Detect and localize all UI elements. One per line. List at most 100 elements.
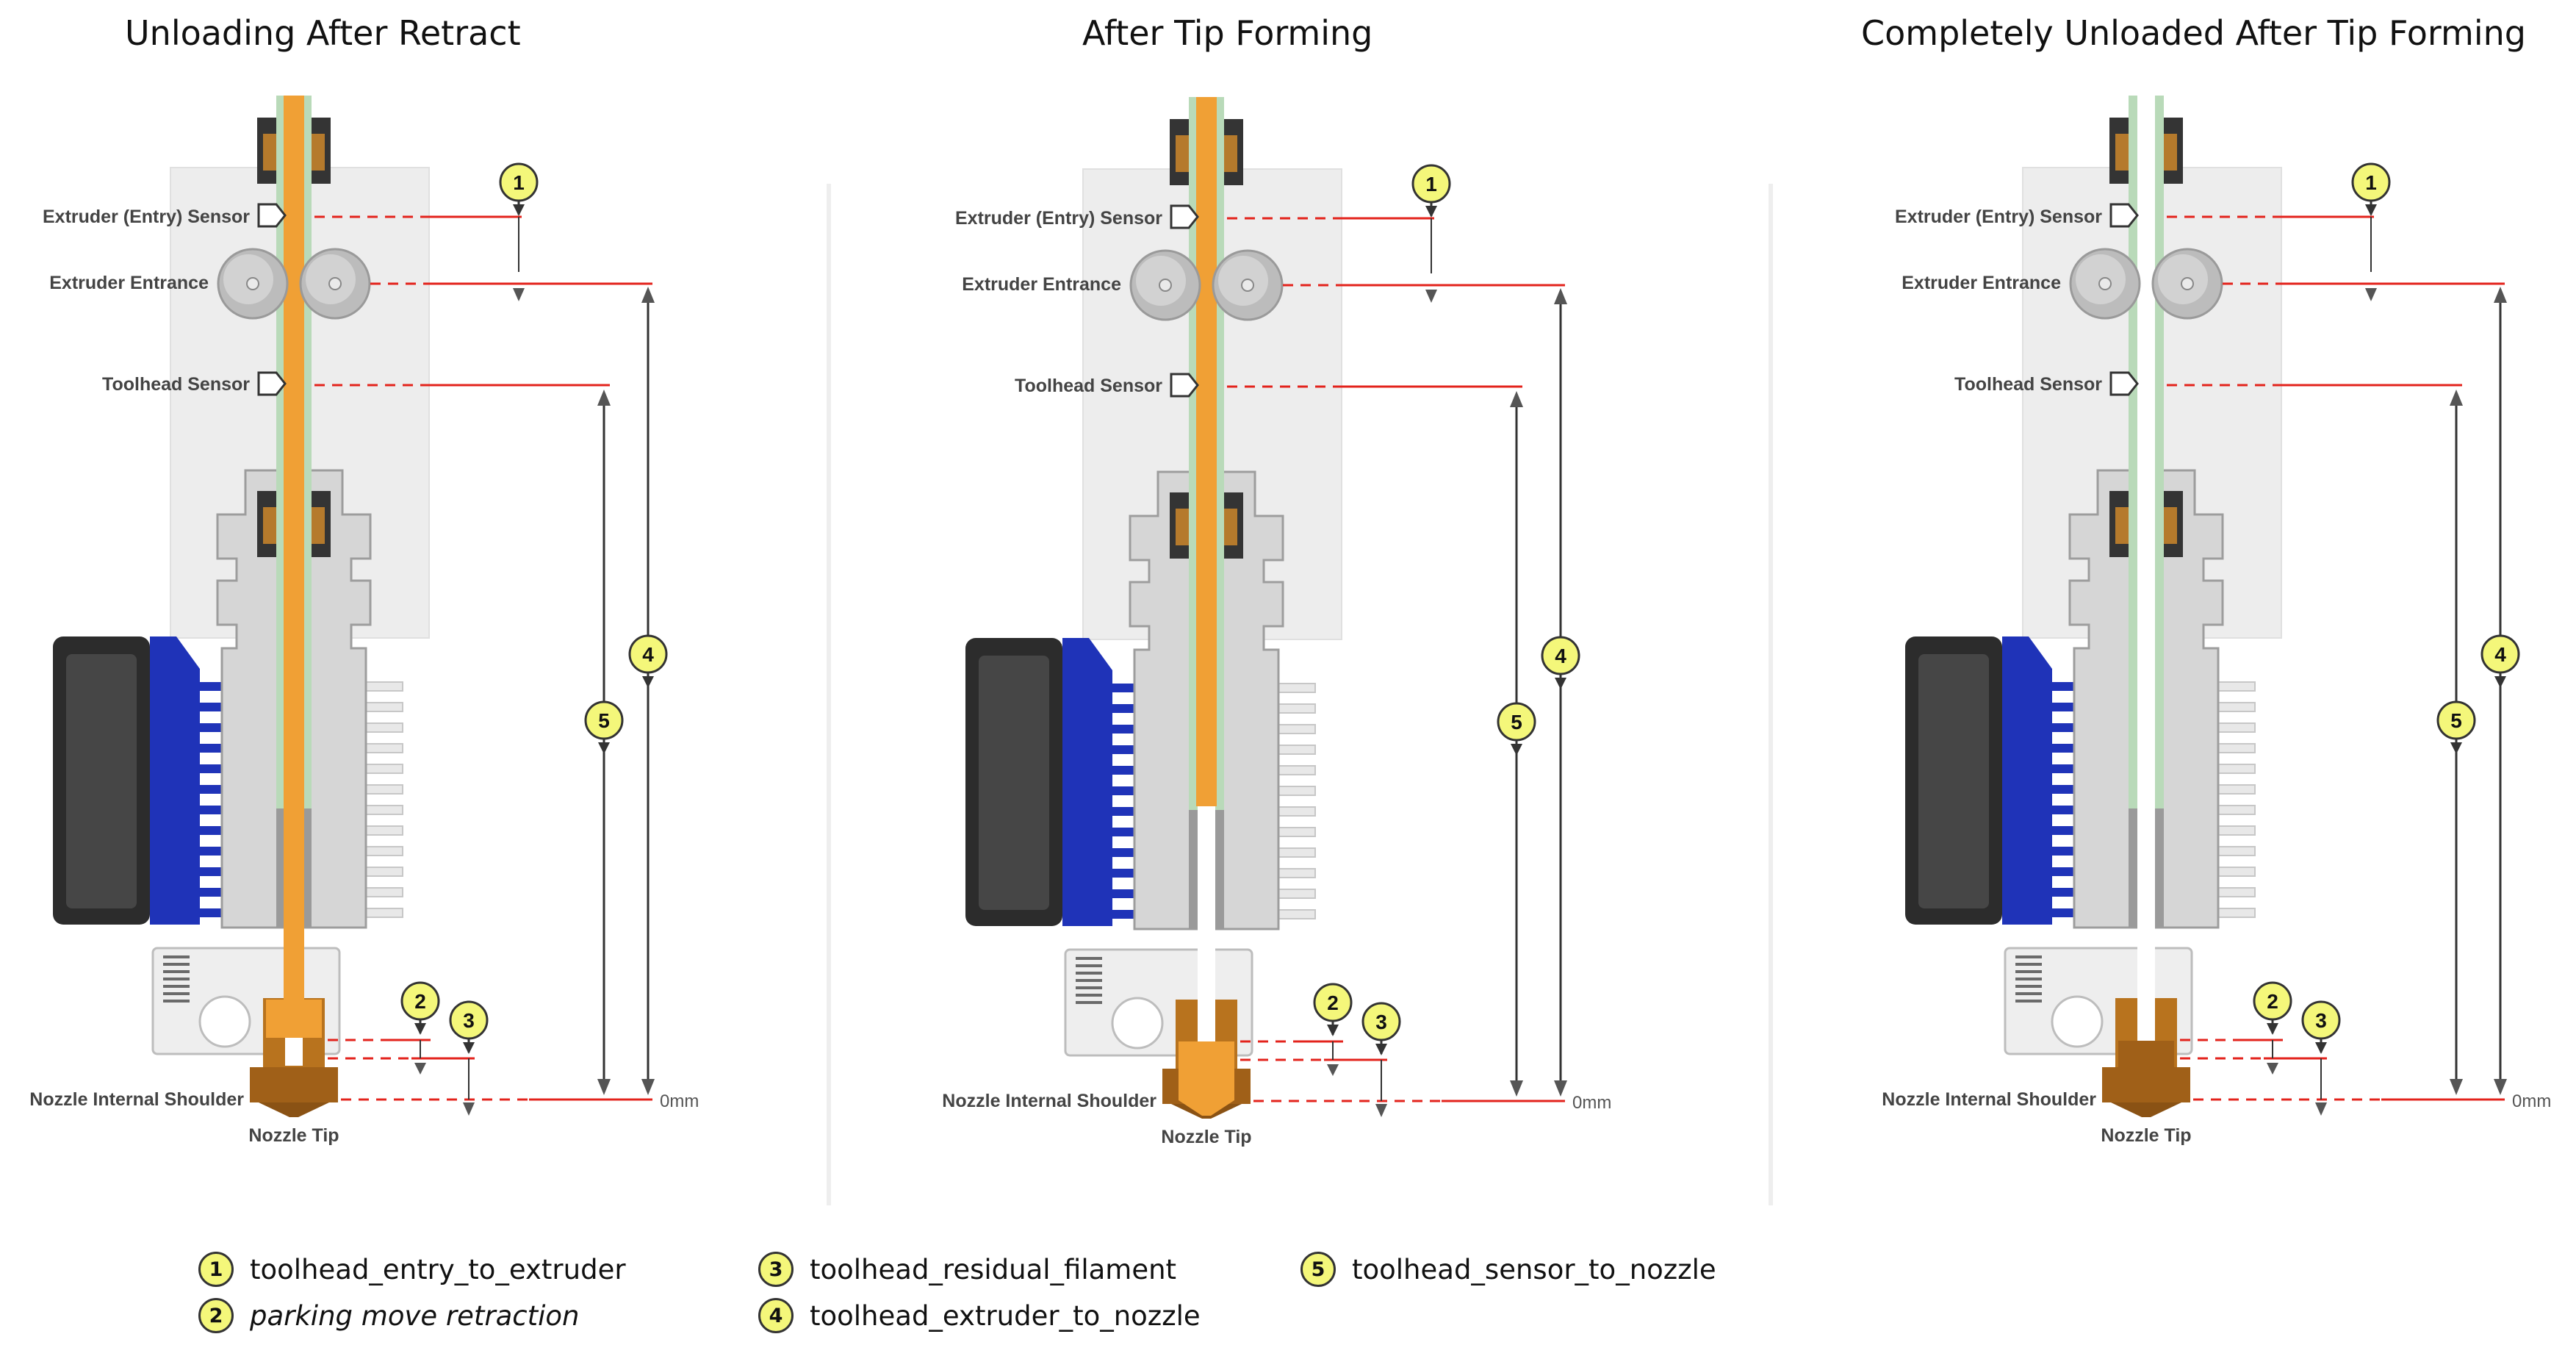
- marker-4-number: 4: [642, 643, 654, 666]
- marker-5-number: 5: [598, 709, 610, 732]
- marker-3-number: 3: [1375, 1011, 1387, 1033]
- marker-5-pointer: [598, 742, 610, 754]
- label-toolhead-sensor: Toolhead Sensor: [1015, 376, 1162, 396]
- marker-5-number: 5: [2450, 709, 2462, 732]
- marker-2-number: 2: [1327, 991, 1339, 1014]
- marker-2-pointer: [414, 1023, 426, 1035]
- heater-screw-thread: [1076, 1001, 1102, 1004]
- marker-1-circle: [1411, 164, 1451, 204]
- dim-4-head-top: [2494, 287, 2507, 303]
- heater-screw-thread: [163, 992, 190, 995]
- nozzle-tip-cone: [259, 1102, 329, 1117]
- hotend-coupling-collet-l: [1176, 509, 1190, 545]
- legend-label-4: toolhead_extruder_to_nozzle: [810, 1299, 1201, 1332]
- dim-1-head: [513, 288, 525, 301]
- label-nozzle-shoulder: Nozzle Internal Shoulder: [1882, 1089, 2096, 1110]
- drive-gear-right-axle: [2181, 277, 2194, 290]
- top-coupling-collet-l: [263, 134, 278, 171]
- legend-item-4: 4 toolhead_extruder_to_nozzle: [758, 1294, 1201, 1338]
- dim-3-head: [463, 1102, 475, 1116]
- filament: [284, 96, 304, 1038]
- label-toolhead-sensor: Toolhead Sensor: [1954, 374, 2102, 395]
- heater-screw-thread: [163, 985, 190, 988]
- heater-screw-thread: [163, 970, 190, 973]
- label-zero-mm: 0mm: [660, 1091, 699, 1111]
- top-coupling-collet-r: [2162, 134, 2177, 171]
- entry-sensor-icon: [257, 203, 287, 228]
- legend-label-5: toolhead_sensor_to_nozzle: [1352, 1253, 1716, 1285]
- hotend-coupling-collet-r: [310, 507, 325, 544]
- drive-gear-left-axle: [1159, 279, 1172, 292]
- heater-screw-thread: [1076, 972, 1102, 975]
- heater-screw-thread: [1076, 964, 1102, 967]
- marker-4-pointer: [642, 676, 654, 688]
- dim-1-head: [2365, 288, 2377, 301]
- label-nozzle-tip: Nozzle Tip: [248, 1125, 339, 1146]
- dim-2-head: [1327, 1064, 1339, 1076]
- drive-gear-left-axle: [246, 277, 259, 290]
- marker-4-number: 4: [2494, 643, 2506, 666]
- entry-sensor-icon: [1170, 204, 1199, 229]
- legend-item-1: 1 toolhead_entry_to_extruder: [198, 1247, 626, 1291]
- panel-title-2: After Tip Forming: [1082, 13, 1373, 53]
- marker-5-circle: [584, 700, 624, 740]
- heater-screw-thread: [2015, 978, 2042, 980]
- toolhead-sensor-icon: [1170, 373, 1199, 398]
- marker-3-pointer: [463, 1042, 475, 1054]
- marker-3-number: 3: [2315, 1009, 2327, 1032]
- hotend-coupling-collet-l: [2115, 507, 2130, 544]
- drive-gear-left-axle: [2098, 277, 2112, 290]
- legend-item-3: 3 toolhead_residual_filament: [758, 1247, 1176, 1291]
- marker-3-circle: [1361, 1002, 1401, 1041]
- marker-1-circle: [2351, 162, 2391, 202]
- legend-marker-4: 4: [758, 1298, 794, 1333]
- marker-1-number: 1: [2365, 171, 2377, 194]
- heater-screw-thread: [2015, 985, 2042, 988]
- panel-title-3: Completely Unloaded After Tip Forming: [1861, 13, 2526, 53]
- marker-5-pointer: [2450, 742, 2462, 754]
- label-nozzle-tip: Nozzle Tip: [1161, 1127, 1251, 1147]
- label-zero-mm: 0mm: [2512, 1091, 2551, 1111]
- heater-screw-thread: [2015, 1000, 2042, 1003]
- heater-screw-thread: [2015, 992, 2042, 995]
- fan-shroud: [2002, 636, 2052, 925]
- fan-inner: [66, 654, 137, 908]
- marker-5-pointer: [1511, 744, 1522, 756]
- dim-2-head: [2267, 1063, 2278, 1075]
- marker-4-pointer: [1555, 678, 1566, 689]
- top-coupling-collet-r: [310, 134, 325, 171]
- marker-1-circle: [499, 162, 539, 202]
- marker-4-circle: [628, 634, 668, 674]
- fan-inner: [979, 656, 1049, 910]
- legend-marker-2: 2: [198, 1298, 234, 1333]
- label-entry-sensor: Extruder (Entry) Sensor: [43, 207, 250, 227]
- heater-screw-thread: [1076, 957, 1102, 960]
- marker-4-pointer: [2494, 676, 2506, 688]
- fan-shroud: [150, 636, 200, 925]
- heater-screw-thread: [2015, 970, 2042, 973]
- label-extruder-entrance: Extruder Entrance: [1902, 273, 2061, 293]
- label-extruder-entrance: Extruder Entrance: [962, 274, 1121, 295]
- dim-5-head-top: [1510, 391, 1523, 407]
- label-nozzle-shoulder: Nozzle Internal Shoulder: [942, 1091, 1156, 1111]
- entry-sensor-icon: [2109, 203, 2139, 228]
- heater-bore: [198, 995, 251, 1048]
- legend-item-5: 5 toolhead_sensor_to_nozzle: [1300, 1247, 1716, 1291]
- filament: [1196, 97, 1217, 806]
- marker-2-number: 2: [414, 990, 426, 1013]
- marker-5-circle: [2436, 700, 2476, 740]
- label-nozzle-tip: Nozzle Tip: [2101, 1125, 2191, 1146]
- marker-1-pointer: [513, 204, 525, 216]
- filament-path: [2137, 96, 2155, 1066]
- legend-label-1: toolhead_entry_to_extruder: [250, 1253, 626, 1285]
- label-nozzle-shoulder: Nozzle Internal Shoulder: [29, 1089, 244, 1110]
- top-coupling-collet-l: [1176, 135, 1190, 172]
- dim-3-head: [2315, 1102, 2327, 1116]
- heater-screw-thread: [1076, 979, 1102, 982]
- hotend-coupling-collet-r: [2162, 507, 2177, 544]
